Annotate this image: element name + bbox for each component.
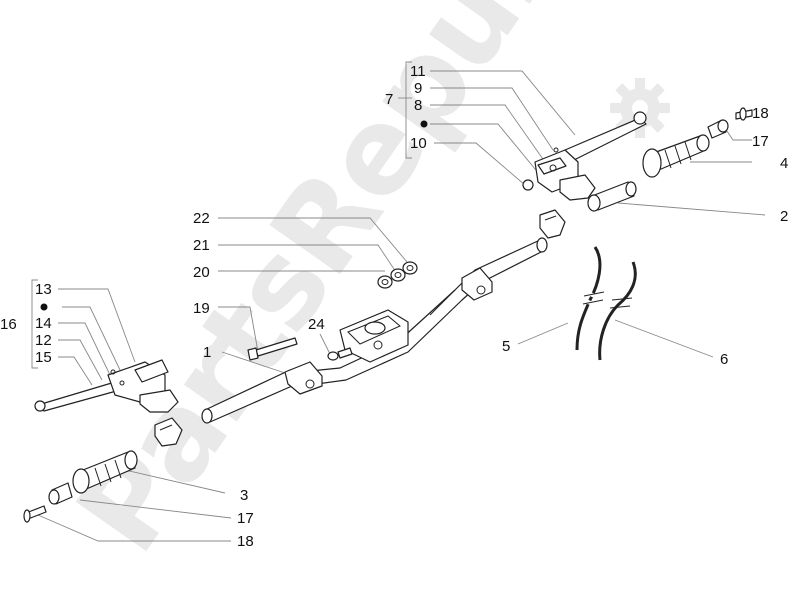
bullet-dot [420,120,428,128]
label-9: 9 [414,80,422,97]
label-6: 6 [720,351,728,368]
label-7: 7 [385,91,393,108]
label-13: 13 [35,281,52,298]
label-18-right: 18 [752,105,769,122]
label-12: 12 [35,332,52,349]
label-15: 15 [35,349,52,366]
label-8: 8 [414,97,422,114]
right-end-cap-part [707,119,729,139]
brake-cable-part [575,246,606,351]
label-5: 5 [502,338,510,355]
watermark-text: PartsRepublik [50,0,685,576]
label-24: 24 [308,316,325,333]
label-10: 10 [410,135,427,152]
leader-lines [37,70,766,542]
handlebar-part [201,237,548,424]
left-lever-assembly [34,359,179,413]
right-screw-part [735,107,753,121]
watermark: PartsRepublik [50,0,685,576]
right-grip-part [642,134,710,178]
label-16: 16 [0,316,17,333]
left-screw-part [23,505,47,523]
label-4: 4 [780,155,788,172]
bullet-dot [40,303,48,311]
label-17-right: 17 [752,133,769,150]
throttle-cable-part [598,261,637,361]
label-22: 22 [193,210,210,227]
right-clamp-part [539,209,566,239]
label-19: 19 [193,300,210,317]
part-labels: 1 2 3 4 5 6 7 8 9 10 11 12 13 14 15 16 1… [0,63,788,550]
small-washer-part [327,347,353,361]
label-17-left: 17 [237,510,254,527]
label-3: 3 [240,487,248,504]
left-clamp-part [154,417,183,447]
throttle-tube-part [587,181,637,212]
label-14: 14 [35,315,52,332]
left-grip-part [72,450,138,494]
label-2: 2 [780,208,788,225]
label-11: 11 [410,63,426,80]
label-21: 21 [193,237,210,254]
group-brackets [31,61,428,369]
nut-washer-stack [377,261,418,289]
label-18-left: 18 [237,533,254,550]
label-20: 20 [193,264,210,281]
watermark-gear-icon [610,78,670,138]
right-lever-assembly [522,111,647,201]
bolt-part [247,337,298,361]
label-1: 1 [203,344,211,361]
left-end-cap-part [48,482,73,505]
